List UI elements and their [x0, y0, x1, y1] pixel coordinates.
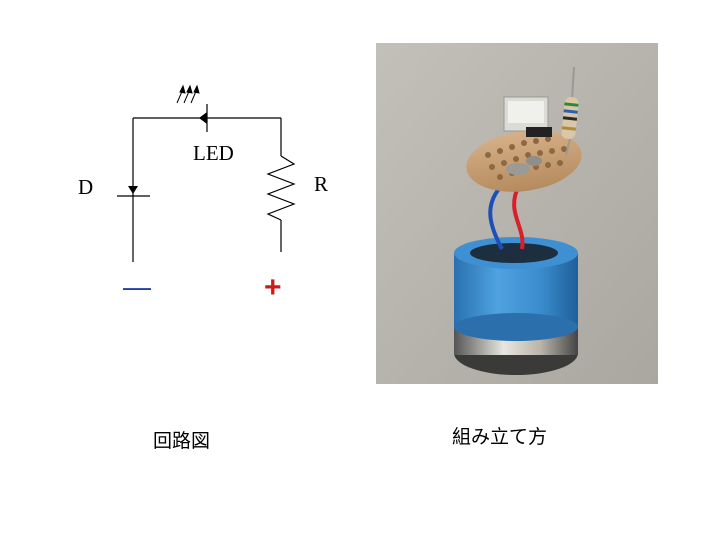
diode-symbol — [117, 186, 150, 197]
light-emission-icon — [176, 84, 200, 104]
resistor-label: R — [314, 172, 329, 196]
led-label: LED — [193, 141, 234, 165]
led-symbol — [199, 104, 208, 132]
assembly-caption: 組み立て方 — [452, 426, 548, 448]
assembly-photo — [376, 43, 658, 384]
assembled-led-module-photo — [376, 43, 658, 384]
circuit-diagram — [117, 84, 296, 262]
resistor-symbol — [266, 155, 296, 221]
circuit-diagram-caption: 回路図 — [153, 430, 211, 452]
minus-terminal-label: — — [123, 271, 151, 302]
plus-terminal-label: + — [264, 271, 282, 304]
diode-label: D — [78, 175, 94, 199]
